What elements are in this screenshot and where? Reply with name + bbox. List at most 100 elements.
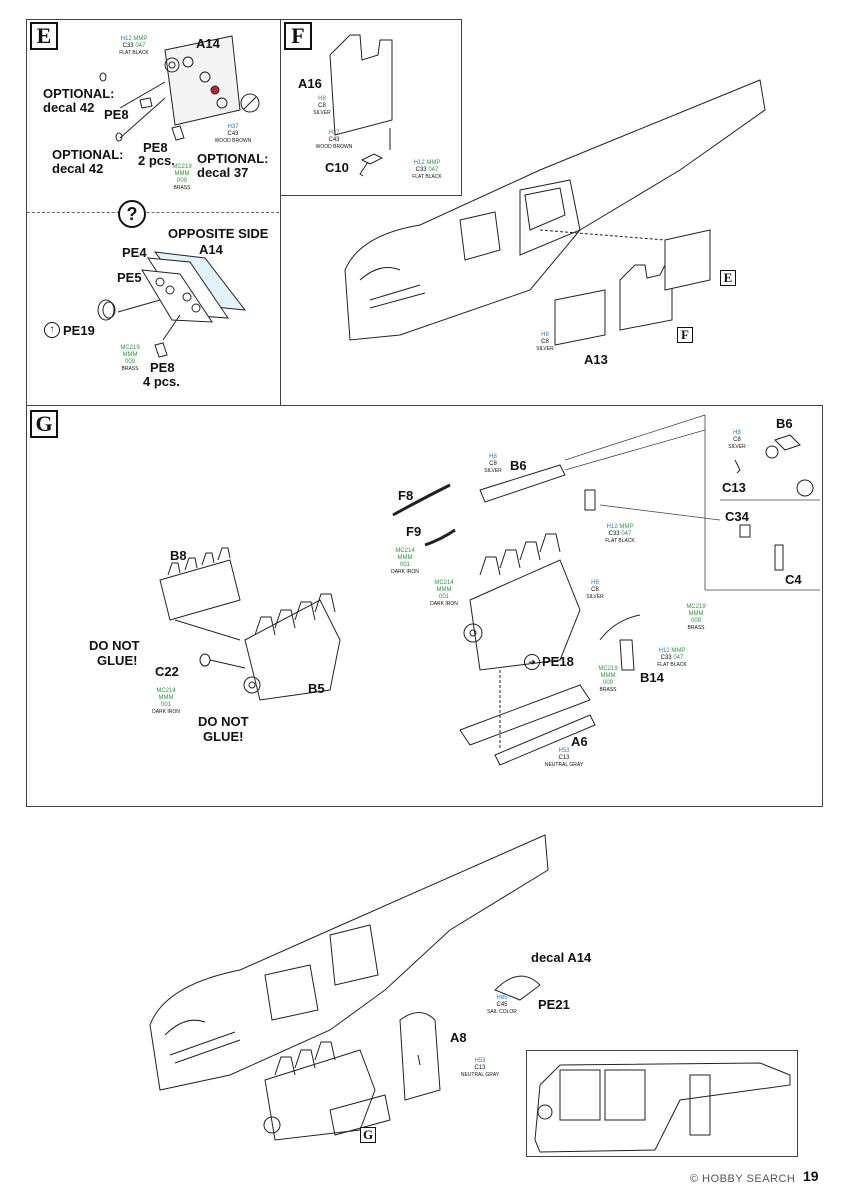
paint-brass-q: MC219 MMM 009 BRASS [110, 345, 150, 373]
paint-code-c: C45 [496, 1002, 508, 1008]
optional-decal-2: decal 42 [52, 161, 104, 176]
paint-code-h: H53 [474, 1058, 486, 1064]
fuselage-upper-drawing [344, 79, 766, 346]
part-pe5-label: PE5 [117, 270, 142, 285]
paint-code-mmp: MMP [426, 160, 441, 166]
page-number: 19 [803, 1168, 819, 1184]
paint-name: FLAT BLACK [412, 174, 442, 180]
paint-wood-brown: H37 C43 WOOD BROWN [208, 124, 258, 145]
arrow-right-icon: ➜ [524, 654, 540, 670]
a16-drawing [329, 34, 393, 177]
paint-code-h: H12 [658, 648, 670, 654]
part-a8-label: A8 [450, 1030, 467, 1045]
paint-code-mmp: MMP [133, 36, 148, 42]
paint-brass-g1: MC219 MMM 009 BRASS [676, 604, 716, 632]
paint-code-mmm: MMM [600, 673, 616, 679]
paint-neutral-gray-g: H53 C13 NEUTRAL GRAY [534, 748, 594, 769]
part-pe19-label: PE19 [63, 323, 95, 338]
marker-e-small: E [720, 270, 736, 286]
paint-code-c: C33 [660, 655, 672, 661]
paint-code-n: 047 [673, 655, 684, 661]
paint-name: SILVER [536, 346, 554, 352]
paint-name: SILVER [313, 110, 331, 116]
paint-brass: MC219 MMM 009 BRASS [162, 164, 202, 192]
paint-code-n: 001 [399, 562, 410, 568]
paint-code-mmm: MMM [158, 695, 174, 701]
paint-code-h: H12 [413, 160, 425, 166]
part-c34-label: C34 [725, 509, 749, 524]
part-pe21-label: PE21 [538, 997, 570, 1012]
part-pe18-label: PE18 [542, 654, 574, 669]
step-f-marker: F [284, 22, 312, 50]
decal-a14-label: decal A14 [531, 950, 592, 965]
part-a14-opposite: A14 [199, 242, 223, 257]
paint-name: DARK IRON [391, 569, 419, 575]
part-c10-label: C10 [325, 160, 349, 175]
part-b6b-label: B6 [776, 416, 793, 431]
watermark: © HOBBY SEARCH [690, 1173, 796, 1185]
paint-code-mc: MC214 [395, 548, 415, 554]
paint-code-n: 009 [176, 178, 187, 184]
question-marker: ? [118, 200, 146, 228]
paint-name: WOOD BROWN [214, 138, 252, 144]
fuselage-lower-drawing [149, 834, 549, 1141]
paint-code-h: H8 [489, 454, 497, 460]
part-f8-label: F8 [398, 488, 414, 503]
paint-code-h: H8 [591, 580, 599, 586]
paint-name: SILVER [484, 468, 502, 474]
arrow-up-icon: ↑ [44, 322, 60, 338]
step-e-divider [27, 212, 279, 213]
paint-dark-iron-f8: MC214 MMM 001 DARK IRON [385, 548, 425, 576]
paint-name: SILVER [586, 594, 604, 600]
paint-code-c: C13 [558, 755, 570, 761]
marker-g-small: G [360, 1127, 376, 1143]
a14-opposite-drawing [97, 251, 247, 358]
paint-code-mmp: MMP [619, 524, 634, 530]
paint-wood-brown-f: H37 C43 WOOD BROWN [306, 130, 362, 151]
engine-right-drawing [392, 434, 814, 766]
part-pe8-q-count: 4 pcs. [143, 374, 180, 389]
paint-brass-g2: MC219 MMM 009 BRASS [588, 666, 628, 694]
paint-code-n: 047 [135, 43, 146, 49]
paint-name: NEUTRAL GRAY [544, 762, 584, 768]
paint-code-h: H8 [541, 332, 549, 338]
paint-name: BRASS [121, 366, 139, 372]
paint-code-c: C33 [122, 43, 134, 49]
paint-name: FLAT BLACK [119, 50, 149, 56]
part-a14-label: A14 [196, 36, 220, 51]
part-c13-label: C13 [722, 480, 746, 495]
paint-name: DARK IRON [430, 601, 458, 607]
do-not-glue-1a: DO NOT [89, 638, 140, 653]
paint-code-mc: MC219 [172, 164, 192, 170]
paint-code-mc: MC219 [598, 666, 618, 672]
paint-code-h: H12 [120, 36, 132, 42]
paint-name: FLAT BLACK [657, 662, 687, 668]
step-e-marker: E [30, 22, 58, 50]
engine-left-drawing [159, 547, 341, 701]
paint-code-n: 001 [438, 594, 449, 600]
paint-silver-b6: H8 C8 SILVER [478, 454, 508, 475]
part-b6-label: B6 [510, 458, 527, 473]
step-g-marker: G [30, 410, 58, 438]
paint-code-n: 009 [690, 618, 701, 624]
paint-code-h: H37 [328, 130, 340, 136]
paint-code-h: H53 [558, 748, 570, 754]
do-not-glue-2a: DO NOT [198, 714, 249, 729]
paint-silver-f: H8 C8 SILVER [305, 96, 339, 117]
part-c22-label: C22 [155, 664, 179, 679]
part-c4-label: C4 [785, 572, 802, 587]
do-not-glue-2b: GLUE! [203, 729, 244, 744]
question-symbol: ? [126, 204, 138, 224]
paint-code-mc: MC214 [156, 688, 176, 694]
paint-code-n: 047 [428, 167, 439, 173]
paint-code-c: C8 [489, 461, 497, 467]
paint-flat-black-f: H12 MMP C33 047 FLAT BLACK [405, 160, 449, 181]
paint-dark-iron-c22: MC214 MMM 001 DARK IRON [146, 688, 186, 716]
paint-code-c: C13 [474, 1065, 486, 1071]
paint-code-mmm: MMM [174, 171, 190, 177]
paint-code-c: C8 [541, 339, 549, 345]
paint-code-mmm: MMM [397, 555, 413, 561]
paint-flat-black-b14: H12 MMP C33 047 FLAT BLACK [650, 648, 694, 669]
paint-flat-black-g: H12 MMP C33 047 FLAT BLACK [598, 524, 642, 545]
